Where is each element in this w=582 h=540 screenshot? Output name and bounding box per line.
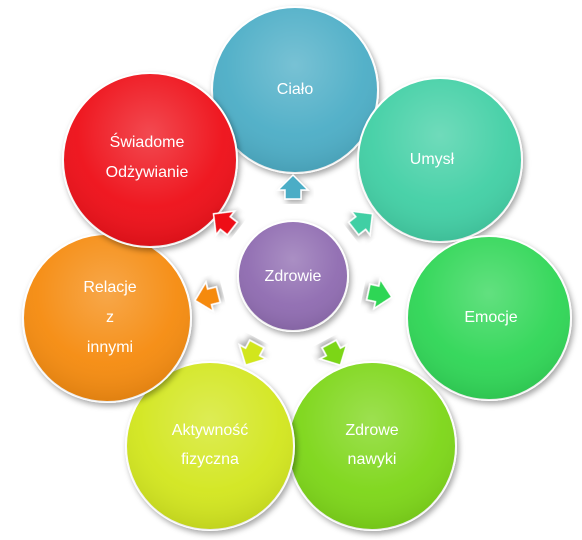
center-label: Zdrowie — [265, 268, 322, 285]
arrow-ring — [193, 173, 393, 367]
arrow-chevron — [193, 280, 222, 313]
petal-aktywnosc-fizyczna: Aktywność fizyczna — [125, 361, 295, 531]
center-node: Zdrowie — [237, 220, 349, 332]
arrow-chevron — [238, 339, 268, 367]
petal-label-umysl: Umysł — [410, 151, 455, 168]
petal-swiadome-odzywianie: Świadome Odżywianie — [62, 72, 238, 248]
petal-label-swiadome: Świadome — [110, 132, 185, 151]
arrow-chevron — [365, 277, 393, 311]
petal-cialo: Ciało — [211, 6, 379, 174]
petal-label-emocje: Emocje — [464, 309, 517, 326]
arrow-chevron — [276, 173, 310, 200]
petal-relacje-z-innymi: Relacje z innymi — [22, 233, 192, 403]
petal-label-odzywianie: Odżywianie — [106, 164, 189, 181]
petal-label-cialo: Ciało — [277, 81, 314, 98]
petal-emocje: Emocje — [406, 235, 572, 401]
petal-label-fizyczna: fizyczna — [181, 451, 239, 468]
arrow-chevron — [212, 210, 239, 237]
petal-label-z: z — [106, 309, 114, 326]
petal-label-nawyki: nawyki — [348, 451, 397, 468]
petal-label-zdrowe: Zdrowe — [345, 422, 398, 439]
arrow-chevron — [347, 210, 374, 237]
petal-label-aktywnosc: Aktywność — [172, 422, 248, 439]
petal-label-innymi: innymi — [87, 339, 133, 356]
petal-zdrowe-nawyki: Zdrowe nawyki — [287, 361, 457, 531]
arrow-chevron — [318, 339, 348, 367]
petal-umysl: Umysł — [357, 77, 523, 243]
petal-label-relacje: Relacje — [83, 279, 136, 296]
